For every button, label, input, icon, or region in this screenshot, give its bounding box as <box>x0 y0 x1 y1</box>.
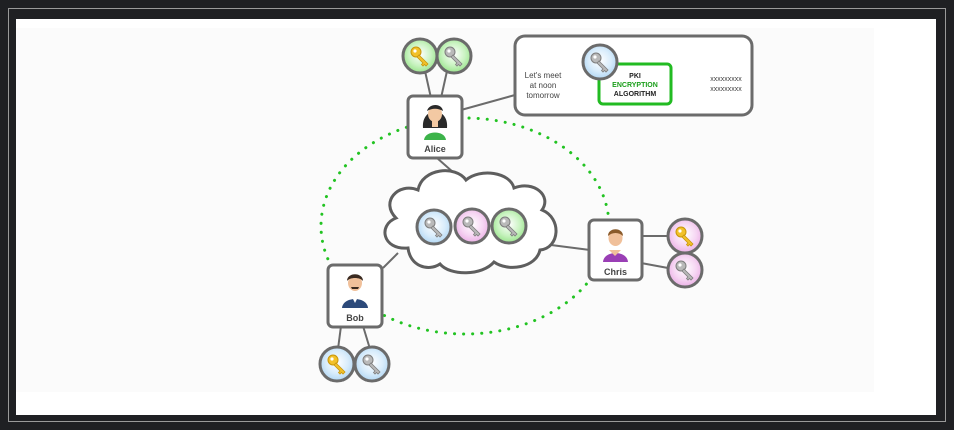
algorithm-box <box>597 62 673 106</box>
bob-node: Bob <box>326 263 384 329</box>
outer-frame <box>8 8 946 422</box>
alice-label: Alice <box>424 144 446 154</box>
plaintext-line-1: Let's meet <box>525 71 562 80</box>
bob-label: Bob <box>346 313 364 323</box>
plaintext-line-3: tomorrow <box>526 91 560 100</box>
alice-private-key <box>401 37 439 75</box>
chris-node: Chris <box>587 218 644 282</box>
chris-public-key <box>666 251 704 289</box>
alice-avatar-icon <box>422 105 448 140</box>
cloud-key-pink <box>453 207 491 245</box>
algorithm-line-3: ALGORITHM <box>614 91 657 98</box>
algorithm-line-1: PKI <box>629 73 641 80</box>
alice-node: Alice <box>406 94 464 160</box>
ciphertext-line-1: xxxxxxxxx <box>710 76 742 83</box>
bob-avatar-icon <box>342 274 368 308</box>
chris-avatar-icon <box>603 229 628 262</box>
cloud-key-green <box>490 207 528 245</box>
ciphertext-line-2: xxxxxxxxx <box>710 86 742 93</box>
chris-label: Chris <box>604 267 627 277</box>
encryption-process-box: Let's meet at noon tomorrow PKI ENCRYPTI… <box>513 34 754 117</box>
algorithm-line-2: ENCRYPTION <box>612 82 658 89</box>
alice-public-key <box>435 37 473 75</box>
bob-private-key <box>318 345 356 383</box>
plaintext-line-2: at noon <box>530 81 557 90</box>
cloud-key-blue <box>415 208 453 246</box>
chris-private-key <box>666 217 704 255</box>
bob-public-key <box>353 345 391 383</box>
encryption-key <box>581 43 619 81</box>
